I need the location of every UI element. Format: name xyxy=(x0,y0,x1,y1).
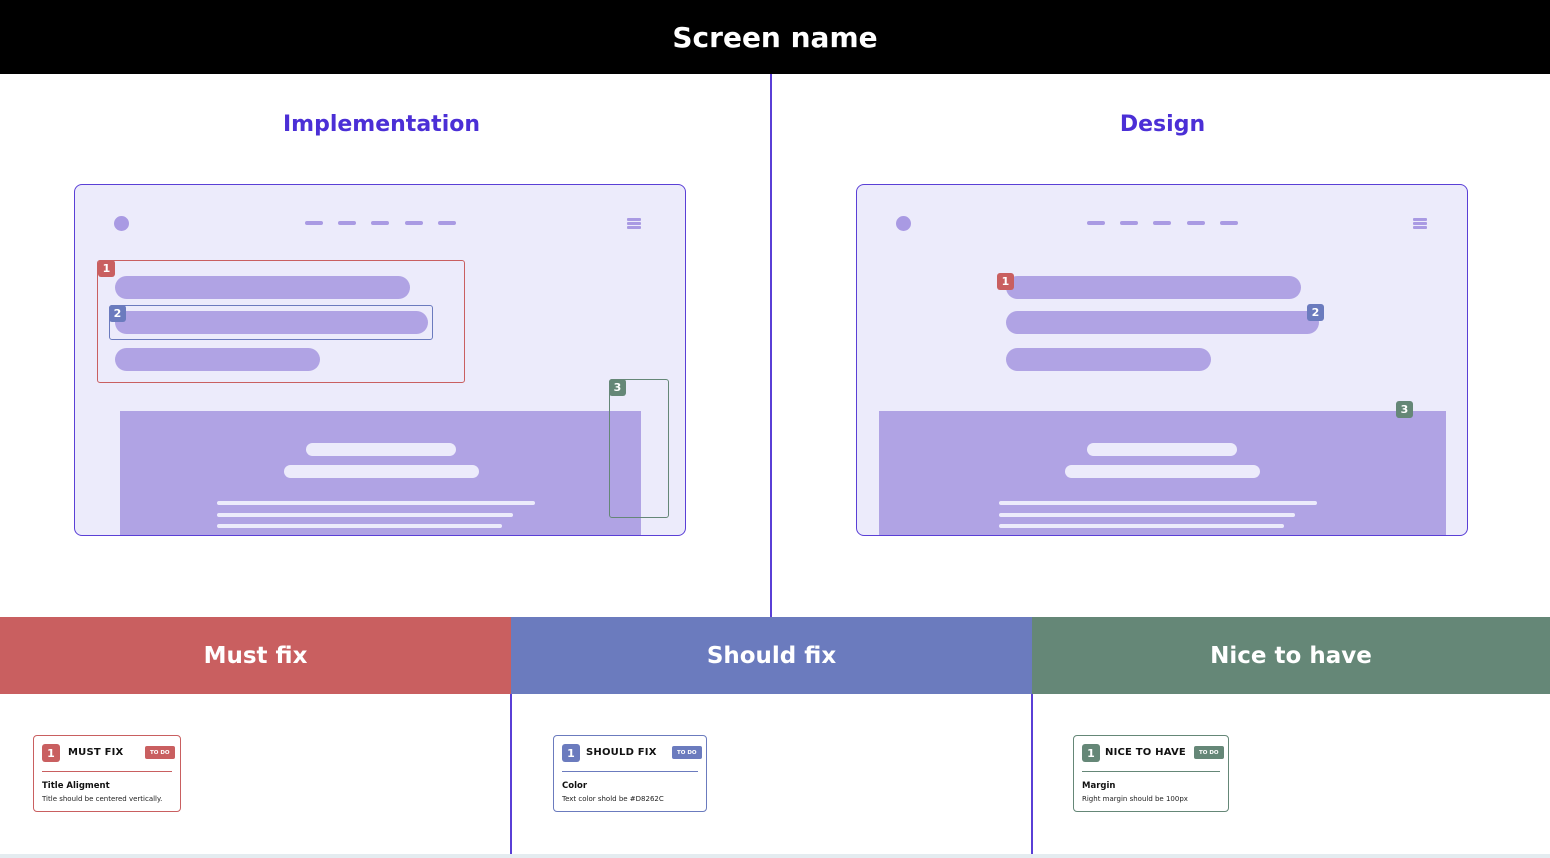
design-mockup xyxy=(856,184,1468,536)
status-badge[interactable]: TO DO xyxy=(145,746,175,759)
item-description: Right margin should be 100px xyxy=(1082,795,1188,803)
screen-title-bar: Screen name xyxy=(0,0,1550,74)
title-line xyxy=(115,311,428,334)
design-title: Design xyxy=(1119,112,1206,137)
nav-item xyxy=(1120,221,1138,225)
category-divider-2 xyxy=(1031,694,1033,854)
title-line xyxy=(115,276,410,299)
card-title: NICE TO HAVE xyxy=(1105,747,1186,758)
card-divider xyxy=(562,771,698,772)
title-line xyxy=(1006,348,1211,371)
nav-item xyxy=(1153,221,1171,225)
category-divider-1 xyxy=(510,694,512,854)
nav-item xyxy=(438,221,456,225)
must-fix-title: Must fix xyxy=(203,642,308,669)
nav-item xyxy=(405,221,423,225)
marker-2: 2 xyxy=(109,305,126,322)
marker-3: 3 xyxy=(1396,401,1413,418)
nice-to-have-card[interactable]: 1 NICE TO HAVE TO DO Margin Right margin… xyxy=(1073,735,1229,812)
marker-3: 3 xyxy=(609,379,626,396)
hero-text-line xyxy=(999,501,1317,505)
hero-text-line xyxy=(217,524,502,528)
card-number: 1 xyxy=(1082,744,1100,762)
panel-divider xyxy=(770,74,772,617)
hero-text-line xyxy=(217,513,513,517)
hero-heading xyxy=(1087,443,1237,456)
nav-item xyxy=(305,221,323,225)
implementation-mockup xyxy=(74,184,686,536)
nav-item xyxy=(1087,221,1105,225)
title-line xyxy=(115,348,320,371)
title-line xyxy=(1006,276,1301,299)
hero-block xyxy=(879,411,1446,535)
item-description: Text color shold be #D8262C xyxy=(562,795,664,803)
issue-box-nice-to-have xyxy=(609,379,669,518)
title-line xyxy=(1006,311,1319,334)
logo-icon xyxy=(896,216,911,231)
item-description: Title should be centered vertically. xyxy=(42,795,163,803)
should-fix-header: Should fix xyxy=(511,617,1032,694)
nice-to-have-title: Nice to have xyxy=(1210,642,1372,669)
marker-1: 1 xyxy=(997,273,1014,290)
should-fix-title: Should fix xyxy=(706,642,837,669)
card-title: SHOULD FIX xyxy=(586,747,657,758)
implementation-title: Implementation xyxy=(282,112,481,137)
nav-item xyxy=(338,221,356,225)
nice-to-have-header: Nice to have xyxy=(1032,617,1550,694)
marker-1: 1 xyxy=(98,260,115,277)
hero-text-line xyxy=(999,513,1295,517)
item-title: Title Aligment xyxy=(42,781,110,791)
item-title: Color xyxy=(562,781,588,791)
status-badge[interactable]: TO DO xyxy=(1194,746,1224,759)
nav-item xyxy=(371,221,389,225)
card-title: MUST FIX xyxy=(68,747,124,758)
hero-text-line xyxy=(999,524,1284,528)
logo-icon xyxy=(114,216,129,231)
item-title: Margin xyxy=(1082,781,1116,791)
hero-subheading xyxy=(284,465,479,478)
screen-title: Screen name xyxy=(672,20,878,54)
issue-box-should-fix xyxy=(109,305,433,340)
must-fix-header: Must fix xyxy=(0,617,511,694)
must-fix-card[interactable]: 1 MUST FIX TO DO Title Aligment Title sh… xyxy=(33,735,181,812)
nav-item xyxy=(1187,221,1205,225)
bottom-strip xyxy=(0,854,1550,858)
issue-box-must-fix xyxy=(97,260,465,383)
hero-heading xyxy=(306,443,456,456)
card-number: 1 xyxy=(562,744,580,762)
nav-item xyxy=(1220,221,1238,225)
hero-text-line xyxy=(217,501,535,505)
hero-subheading xyxy=(1065,465,1260,478)
hero-block xyxy=(120,411,641,535)
card-divider xyxy=(1082,771,1220,772)
card-divider xyxy=(42,771,172,772)
status-badge[interactable]: TO DO xyxy=(672,746,702,759)
marker-2: 2 xyxy=(1307,304,1324,321)
card-number: 1 xyxy=(42,744,60,762)
should-fix-card[interactable]: 1 SHOULD FIX TO DO Color Text color shol… xyxy=(553,735,707,812)
